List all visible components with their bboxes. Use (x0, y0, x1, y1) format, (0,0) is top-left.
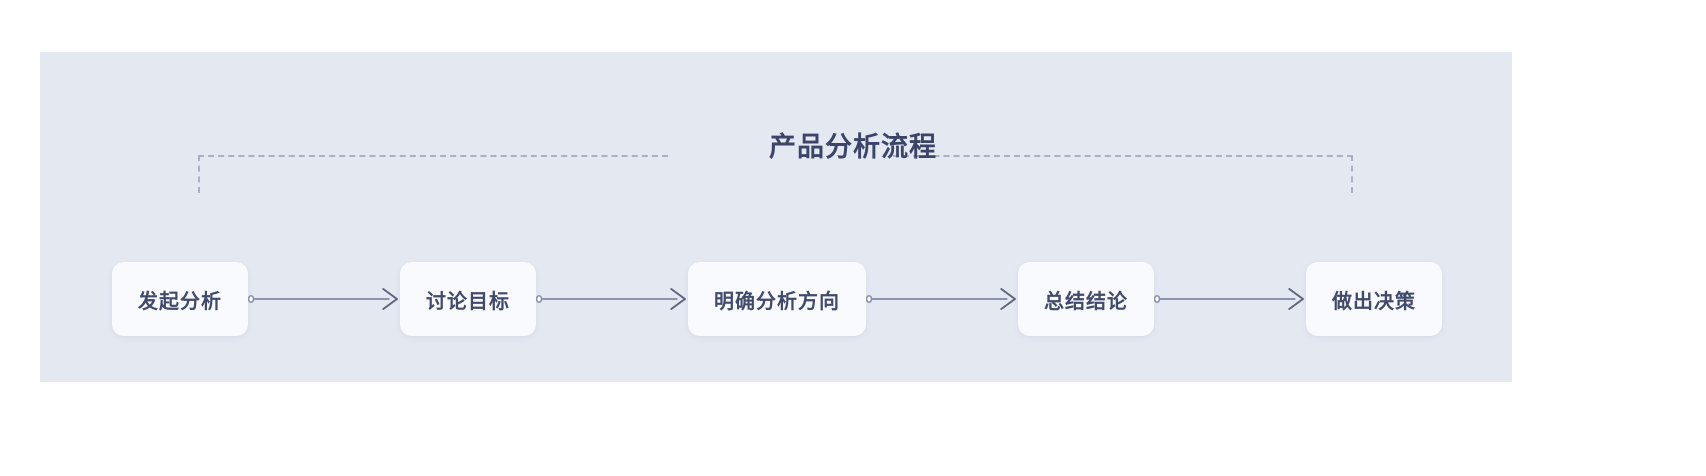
flow-node-label: 做出决策 (1332, 290, 1416, 313)
flow-connector-4 (1154, 287, 1306, 311)
flow-node-1[interactable]: 发起分析 (112, 262, 248, 336)
flow-node-label: 讨论目标 (426, 290, 510, 313)
arrow-connector-icon (866, 287, 1018, 311)
flow-node-3[interactable]: 明确分析方向 (688, 262, 866, 336)
flow-node-label: 发起分析 (138, 290, 222, 313)
flow-node-label: 总结结论 (1044, 290, 1128, 313)
arrow-connector-icon (248, 287, 400, 311)
flow-node-2[interactable]: 讨论目标 (400, 262, 536, 336)
flow-node-5[interactable]: 做出决策 (1306, 262, 1442, 336)
flow-connector-3 (866, 287, 1018, 311)
flow-connector-1 (248, 287, 400, 311)
flow-node-4[interactable]: 总结结论 (1018, 262, 1154, 336)
flow-connector-2 (536, 287, 688, 311)
diagram-title: 产品分析流程 (769, 132, 937, 162)
flow-node-label: 明确分析方向 (714, 290, 840, 313)
arrow-connector-icon (1154, 287, 1306, 311)
flow-row: 发起分析 讨论目标 明确分析方向 (112, 261, 1442, 337)
arrow-connector-icon (536, 287, 688, 311)
